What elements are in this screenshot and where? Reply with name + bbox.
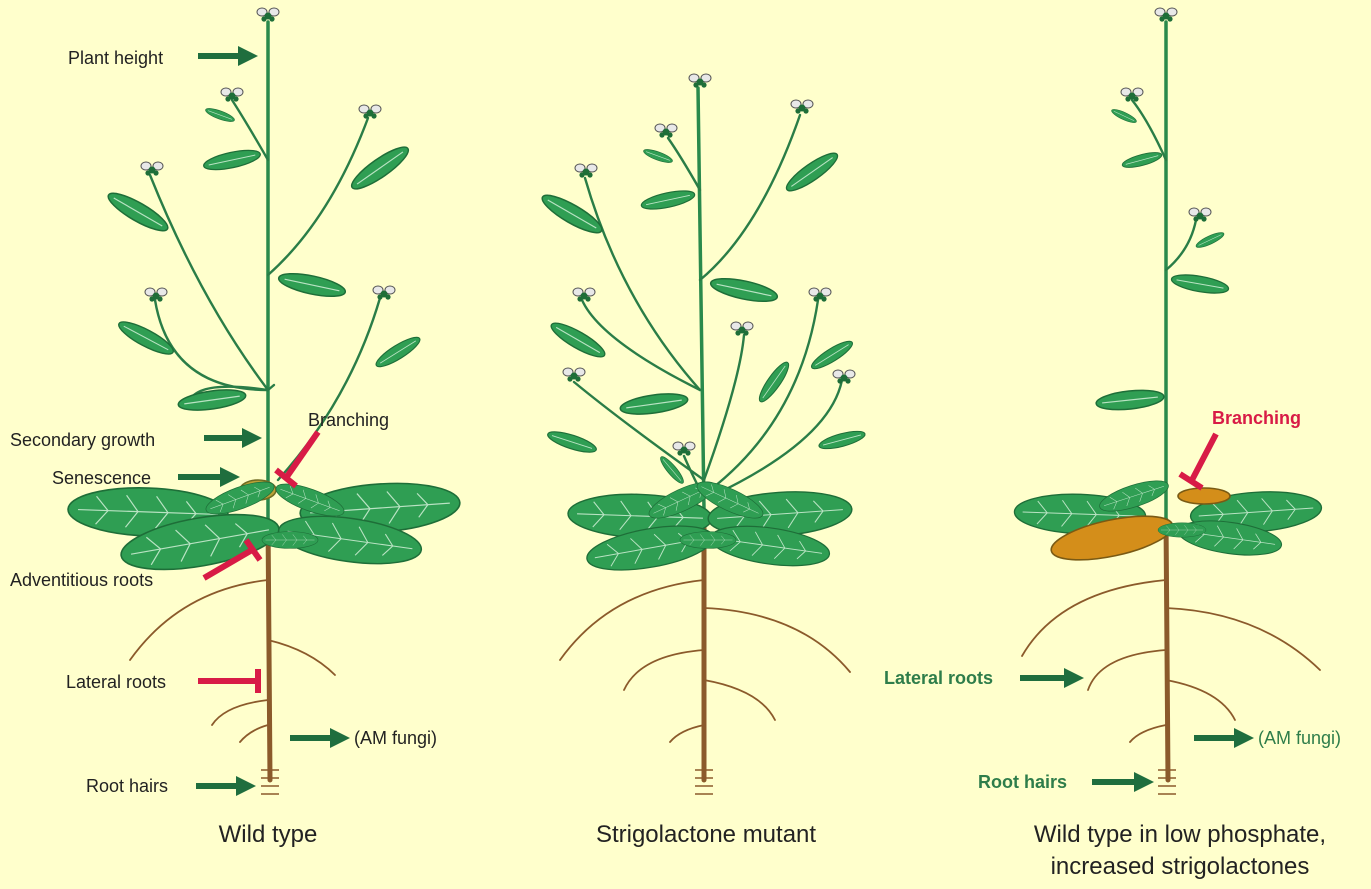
main-root xyxy=(268,520,270,780)
label-secondary-growth: Secondary growth xyxy=(10,430,155,450)
label-branching: Branching xyxy=(308,410,389,430)
label-root-hairs: Root hairs xyxy=(86,776,168,796)
label-am-fungi: (AM fungi) xyxy=(354,728,437,748)
label-adventitious-roots: Adventitious roots xyxy=(10,570,153,590)
low-phosphate-annotations: Branching Lateral roots (AM fungi) Root … xyxy=(884,408,1341,880)
lateral-root xyxy=(240,725,268,742)
label-am-fungi-lp: (AM fungi) xyxy=(1258,728,1341,748)
label-senescence: Senescence xyxy=(52,468,151,488)
label-branching-lp: Branching xyxy=(1212,408,1301,428)
label-lateral-roots-lp: Lateral roots xyxy=(884,668,993,688)
green-arrow-icon xyxy=(238,46,258,66)
lateral-root xyxy=(268,640,335,675)
rosette xyxy=(67,476,461,580)
label-plant-height: Plant height xyxy=(68,48,163,68)
caption-low-phosphate-line1: Wild type in low phosphate, xyxy=(1034,821,1326,848)
lateral-root xyxy=(130,580,268,660)
rosette xyxy=(567,475,853,578)
caption-mutant: Strigolactone mutant xyxy=(596,821,816,848)
lateral-root xyxy=(212,700,268,725)
caption-wild-type: Wild type xyxy=(219,821,318,848)
caption-low-phosphate-line2: increased strigolactones xyxy=(1051,853,1310,880)
label-root-hairs-lp: Root hairs xyxy=(978,772,1067,792)
label-lateral-roots: Lateral roots xyxy=(66,672,166,692)
mutant-plant: Strigolactone mutant xyxy=(538,74,867,848)
